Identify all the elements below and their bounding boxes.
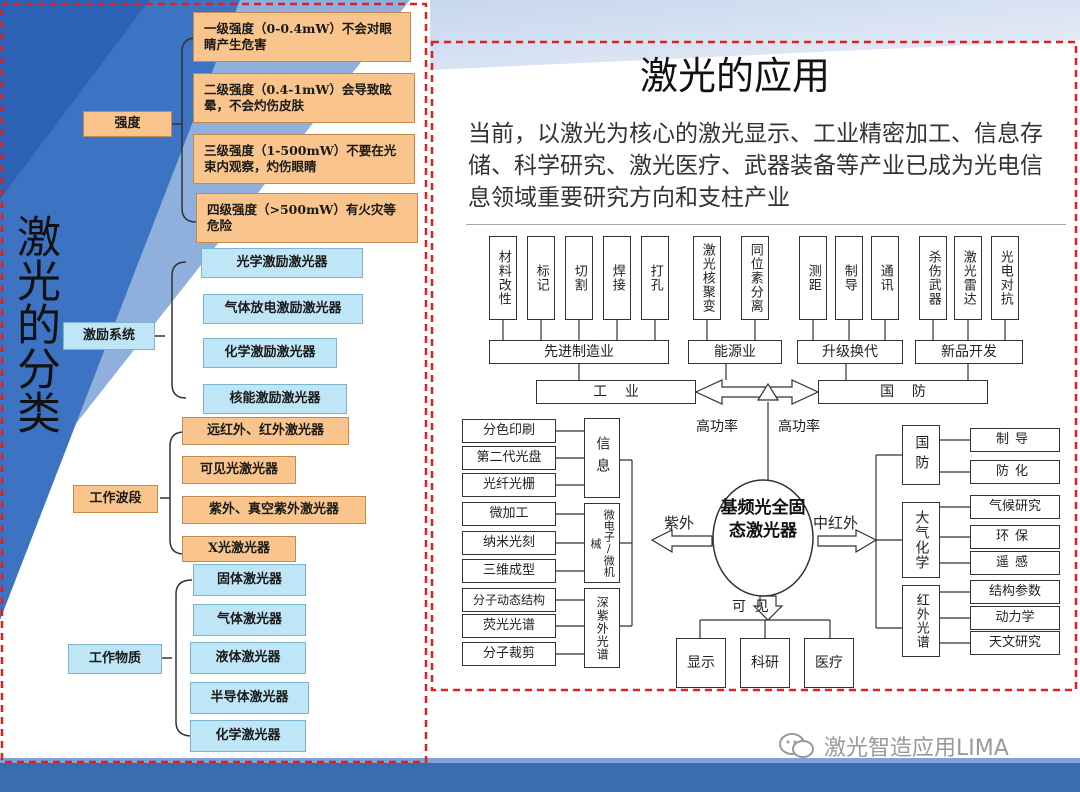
band-visible: 可见光激光器 xyxy=(182,456,296,484)
mid-ir-label: 中红外 xyxy=(813,514,859,532)
item-isotope-separation: 同位素分离 xyxy=(741,236,769,320)
medium-chemical: 化学激光器 xyxy=(190,720,306,752)
item-guidance: 制导 xyxy=(835,236,863,320)
medium-gas: 气体激光器 xyxy=(193,604,306,636)
excitation-nuclear: 核能激励激光器 xyxy=(203,384,347,414)
right-item: 气候研究 xyxy=(970,495,1060,519)
right-item: 制导 xyxy=(970,428,1060,452)
band-far-infrared: 远红外、红外激光器 xyxy=(182,417,349,445)
applications-title: 激光的应用 xyxy=(640,54,831,98)
wechat-icon xyxy=(779,733,814,758)
medium-semiconductor: 半导体激光器 xyxy=(190,682,309,714)
left-item: 分子裁剪 xyxy=(462,642,556,666)
intensity-label: 强度 xyxy=(83,111,172,137)
bottom-display: 显示 xyxy=(676,638,726,688)
intensity-level-4: 四级强度（>500mW）有火灾等危险 xyxy=(196,193,418,243)
intensity-level-2: 二级强度（0.4-1mW）会导致眩晕，不会灼伤皮肤 xyxy=(193,73,415,123)
right-item: 结构参数 xyxy=(970,580,1060,604)
classification-title: 激光的分类 xyxy=(9,214,60,434)
group-advanced-manufacturing: 先进制造业 xyxy=(489,340,669,364)
left-item: 分子动态结构 xyxy=(462,588,556,612)
group-upgrade: 升级换代 xyxy=(797,340,903,364)
excitation-label: 激励系统 xyxy=(63,322,155,350)
band-label: 工作波段 xyxy=(73,485,158,513)
divider xyxy=(466,224,1066,225)
center-laser: 基频光全固态激光器 xyxy=(720,498,806,541)
group-new-product: 新品开发 xyxy=(915,340,1023,364)
left-item: 光纤光栅 xyxy=(462,473,556,497)
item-electro-optic-countermeasure: 光电对抗 xyxy=(991,236,1019,320)
left-cat-info: 信息 xyxy=(584,418,620,498)
bottom-research: 科研 xyxy=(740,638,790,688)
left-cat-deep-uv: 深紫外光谱 xyxy=(584,588,620,668)
medium-label: 工作物质 xyxy=(68,644,162,674)
excitation-gas-discharge: 气体放电激励激光器 xyxy=(203,294,363,324)
watermark-text: 激光智造应用LIMA xyxy=(824,736,1009,761)
bottom-medical: 医疗 xyxy=(804,638,854,688)
right-item: 防化 xyxy=(970,460,1060,484)
industry-box: 工 业 xyxy=(536,380,696,404)
defense-box: 国 防 xyxy=(818,380,988,404)
item-laser-fusion: 激光核聚变 xyxy=(693,236,721,320)
medium-solid: 固体激光器 xyxy=(193,564,306,596)
band-xray: X光激光器 xyxy=(182,536,296,562)
left-item: 分色印刷 xyxy=(462,419,556,443)
visible-label: 可 见 xyxy=(732,599,769,615)
high-power-right: 高功率 xyxy=(778,419,820,435)
intensity-level-3: 三级强度（1-500mW）不要在光束内观察，灼伤眼睛 xyxy=(193,134,415,184)
right-item: 环保 xyxy=(970,525,1060,549)
excitation-chemical: 化学激励激光器 xyxy=(203,338,337,368)
right-item: 天文研究 xyxy=(970,631,1060,655)
uv-label: 紫外 xyxy=(664,514,695,532)
medium-liquid: 液体激光器 xyxy=(190,642,306,674)
right-cat-defense: 国防 xyxy=(902,425,940,485)
left-item: 三维成型 xyxy=(462,559,556,583)
item-communication: 通讯 xyxy=(871,236,899,320)
intensity-level-1: 一级强度（0-0.4mW）不会对眼睛产生危害 xyxy=(193,12,411,62)
item-laser-radar: 激光雷达 xyxy=(954,236,982,320)
item-kill-weapon: 杀伤武器 xyxy=(919,236,947,320)
high-power-left: 高功率 xyxy=(696,419,738,435)
item-cutting: 切割 xyxy=(565,236,593,320)
item-drilling: 打孔 xyxy=(641,236,669,320)
left-item: 荧光光谱 xyxy=(462,614,556,638)
left-item: 第二代光盘 xyxy=(462,446,556,470)
excitation-optical: 光学激励激光器 xyxy=(201,248,363,278)
item-marking: 标记 xyxy=(527,236,555,320)
left-cat-micro: 微电子/微机械 xyxy=(584,503,620,583)
item-welding: 焊接 xyxy=(603,236,631,320)
right-cat-ir-spectrum: 红外光谱 xyxy=(902,585,940,657)
item-ranging: 测距 xyxy=(799,236,827,320)
group-energy: 能源业 xyxy=(688,340,782,364)
left-item: 微加工 xyxy=(462,502,556,526)
item-material-modification: 材料改性 xyxy=(489,236,517,320)
right-cat-atmosphere: 大气化学 xyxy=(902,502,940,578)
band-ultraviolet: 紫外、真空紫外激光器 xyxy=(182,496,366,524)
right-item: 动力学 xyxy=(970,606,1060,630)
left-item: 纳米光刻 xyxy=(462,531,556,555)
applications-paragraph: 当前，以激光为核心的激光显示、工业精密加工、信息存储、科学研究、激光医疗、武器装… xyxy=(468,121,1043,211)
right-item: 遥感 xyxy=(970,551,1060,575)
bracket-lines xyxy=(155,37,197,737)
watermark: 激光智造应用LIMA xyxy=(778,730,1009,762)
